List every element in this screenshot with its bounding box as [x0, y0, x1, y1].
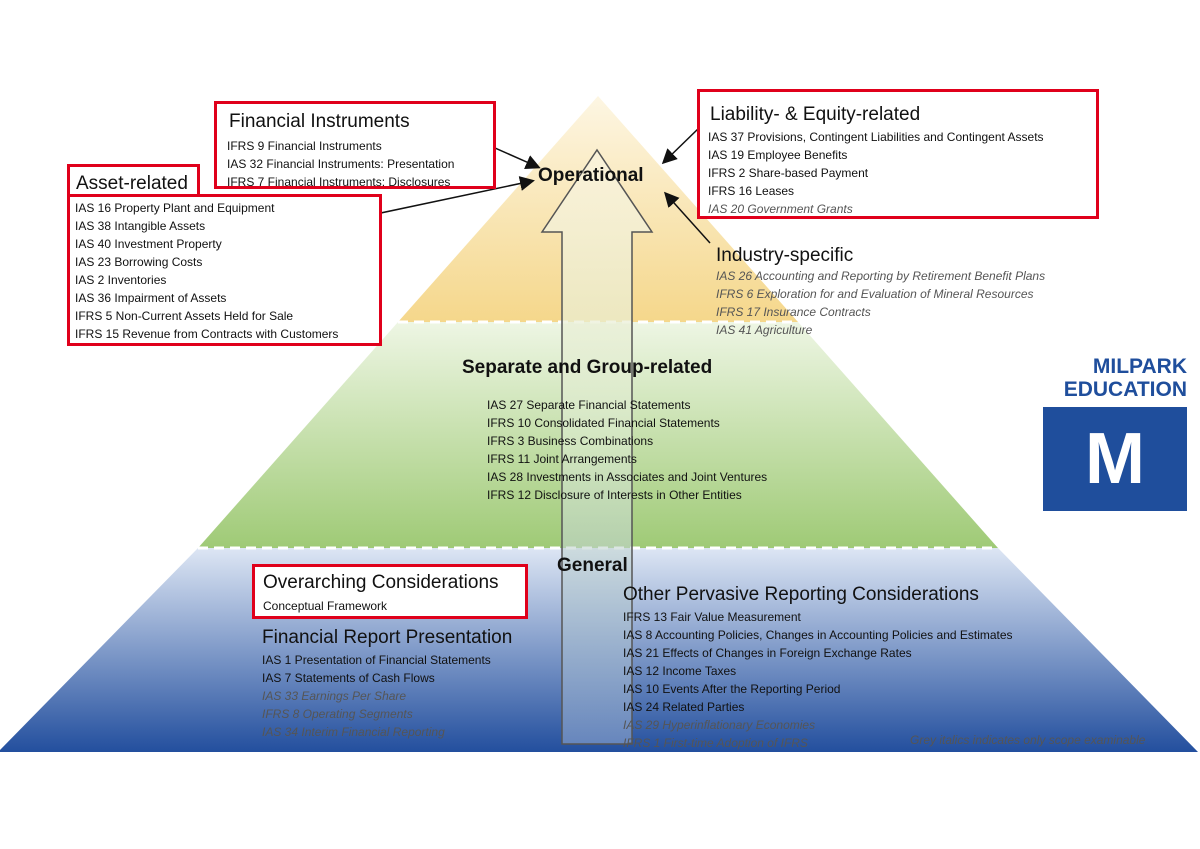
standard-item: IFRS 7 Financial Instruments: Disclosure…: [227, 175, 451, 189]
upward-arrow: [540, 148, 654, 745]
other-pervasive-title: Other Pervasive Reporting Considerations: [623, 584, 979, 605]
arrow-liability-equity: [661, 126, 701, 165]
standard-item: IAS 33 Earnings Per Share: [262, 689, 407, 703]
liability-equity-title: Liability- & Equity-related: [710, 104, 921, 125]
standard-item: IAS 27 Separate Financial Statements: [487, 398, 691, 412]
standard-item: IAS 21 Effects of Changes in Foreign Exc…: [623, 646, 912, 660]
standard-item: IAS 29 Hyperinflationary Economies: [623, 718, 816, 732]
industry-specific-title: Industry-specific: [716, 245, 854, 266]
standard-item: IFRS 15 Revenue from Contracts with Cust…: [75, 327, 339, 341]
standard-item: IAS 41 Agriculture: [716, 323, 813, 337]
standard-item: IFRS 1 First-time Adoption of IFRS: [623, 736, 808, 750]
milpark-logo-mark: M: [1043, 407, 1187, 511]
financial-instruments-box: Financial Instruments IFRS 9 Financial I…: [214, 101, 496, 189]
standard-item: IAS 32 Financial Instruments: Presentati…: [227, 157, 455, 171]
asset-related-title-box: Asset-related: [67, 164, 200, 194]
standard-item: IAS 1 Presentation of Financial Statemen…: [262, 653, 491, 667]
standard-item: IFRS 11 Joint Arrangements: [487, 452, 637, 466]
standard-item: IAS 40 Investment Property: [75, 237, 222, 251]
standard-item: IAS 34 Interim Financial Reporting: [262, 725, 445, 739]
standard-item: IAS 10 Events After the Reporting Period: [623, 682, 841, 696]
standard-item: IAS 19 Employee Benefits: [708, 148, 848, 162]
standard-item: IFRS 16 Leases: [708, 184, 795, 198]
standard-item: IFRS 8 Operating Segments: [262, 707, 413, 721]
standard-item: IAS 8 Accounting Policies, Changes in Ac…: [623, 628, 1013, 642]
level-operational: Operational: [538, 165, 644, 186]
standard-item: IAS 26 Accounting and Reporting by Retir…: [716, 269, 1046, 283]
overarching-title: Overarching Considerations: [263, 572, 499, 593]
level-separate-group: Separate and Group-related: [462, 357, 713, 378]
liability-equity-box: Liability- & Equity-related IAS 37 Provi…: [697, 89, 1099, 219]
standard-item: IAS 23 Borrowing Costs: [75, 255, 203, 269]
standard-item: IFRS 5 Non-Current Assets Held for Sale: [75, 309, 294, 323]
standard-item: IAS 7 Statements of Cash Flows: [262, 671, 435, 685]
standard-item: IAS 24 Related Parties: [623, 700, 745, 714]
standard-item: IAS 36 Impairment of Assets: [75, 291, 227, 305]
logo-letter: M: [1085, 419, 1145, 499]
standard-item: IFRS 13 Fair Value Measurement: [623, 610, 801, 624]
industry-specific-list: IAS 26 Accounting and Reporting by Retir…: [716, 267, 1045, 339]
standard-item: IFRS 12 Disclosure of Interests in Other…: [487, 488, 742, 502]
standard-item: IFRS 6 Exploration for and Evaluation of…: [716, 287, 1034, 301]
standard-item: IAS 12 Income Taxes: [623, 664, 737, 678]
liability-equity-list: IAS 37 Provisions, Contingent Liabilitie…: [708, 128, 1044, 218]
overarching-box: Overarching Considerations Conceptual Fr…: [252, 564, 528, 619]
level-general: General: [557, 555, 628, 576]
standard-item: IAS 38 Intangible Assets: [75, 219, 206, 233]
financial-instruments-title: Financial Instruments: [229, 111, 410, 132]
arrow-industry-specific: [663, 191, 711, 244]
logo-line-2: EDUCATION: [1063, 378, 1187, 401]
standard-item: IFRS 10 Consolidated Financial Statement…: [487, 416, 720, 430]
standard-item: IAS 16 Property Plant and Equipment: [75, 201, 275, 215]
standard-item: IAS 2 Inventories: [75, 273, 167, 287]
financial-report-presentation-title: Financial Report Presentation: [262, 627, 513, 648]
standard-item: IFRS 17 Insurance Contracts: [716, 305, 871, 319]
scope-note: Grey italics indicates only scope examin…: [910, 733, 1146, 747]
standard-item: IAS 20 Government Grants: [708, 202, 853, 216]
logo-line-1: MILPARK: [1092, 355, 1187, 378]
milpark-logo-text: MILPARK EDUCATION: [1040, 355, 1187, 401]
standard-item: IAS 28 Investments in Associates and Joi…: [487, 470, 768, 484]
asset-related-title: Asset-related: [76, 173, 188, 194]
overarching-list: Conceptual Framework: [263, 597, 387, 615]
standard-item: IFRS 9 Financial Instruments: [227, 139, 382, 153]
standard-item: IAS 37 Provisions, Contingent Liabilitie…: [708, 130, 1044, 144]
standard-item: IFRS 3 Business Combinations: [487, 434, 654, 448]
financial-report-presentation-list: IAS 1 Presentation of Financial Statemen…: [262, 651, 491, 741]
standard-item: Conceptual Framework: [263, 599, 388, 613]
standard-item: IFRS 2 Share-based Payment: [708, 166, 869, 180]
